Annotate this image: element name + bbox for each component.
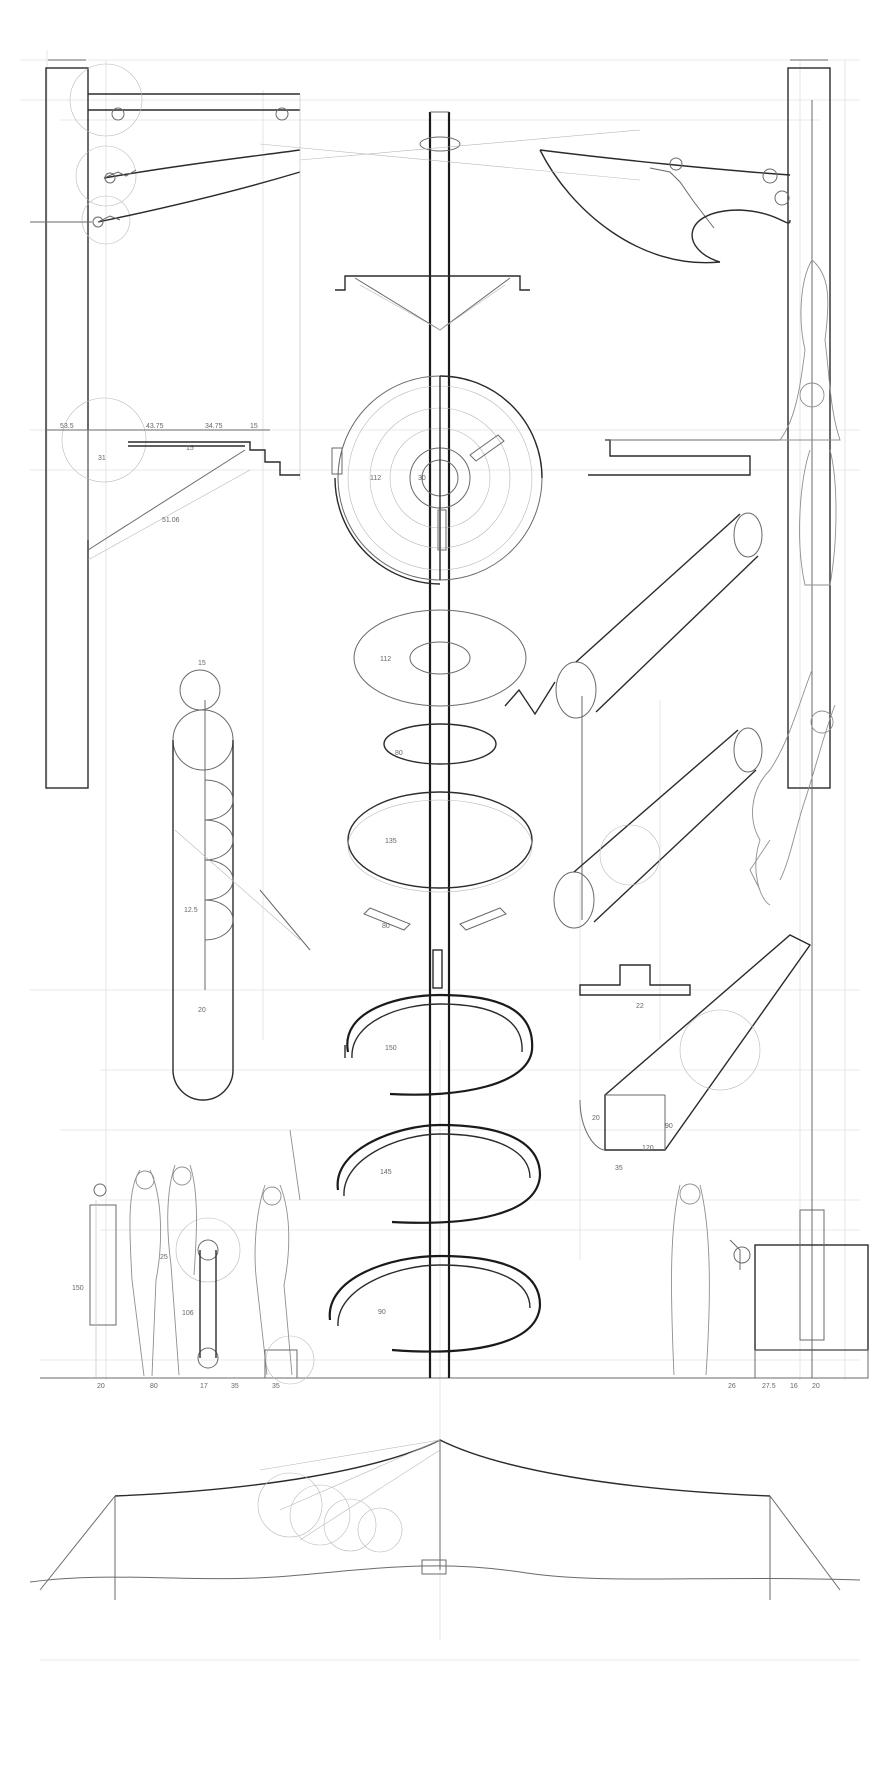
top-right-figure [588, 259, 841, 586]
dim-tube-1: 12.5 [184, 907, 198, 914]
dim-ring-135: 135 [385, 838, 397, 845]
dim-top-left-3: 15 [250, 423, 258, 430]
dim-top-left-0: 53.5 [60, 423, 74, 430]
spiral-disc: 112 30 [331, 375, 543, 585]
top-cone [259, 129, 641, 331]
dim-box-3: 90 [665, 1123, 673, 1130]
dim-top-left-aux-2: 51.06 [162, 517, 180, 524]
dim-bl-vertical-0: 150 [72, 1285, 84, 1292]
construction-lines [20, 50, 860, 1661]
landscape-canopy [29, 1439, 861, 1600]
dim-top-left-aux-1: 31 [98, 455, 106, 462]
bottom-left-station: 25 150 106 20 80 17 35 35 [72, 1129, 315, 1390]
spiral-tube: 15 12.5 20 [172, 660, 311, 1101]
arc-segments: 150 145 90 [328, 993, 542, 1353]
dim-box-0: 22 [636, 1003, 644, 1010]
dim-arc-150: 150 [385, 1045, 397, 1052]
dim-br-0: 26 [728, 1383, 736, 1390]
dim-arc-145: 145 [380, 1169, 392, 1176]
dim-bl-3: 35 [231, 1383, 239, 1390]
top-right-bracket [539, 59, 831, 1378]
dim-br-3: 20 [812, 1383, 820, 1390]
central-mast [428, 111, 451, 1378]
climbing-figure [749, 669, 836, 906]
dim-br-2: 16 [790, 1383, 798, 1390]
dim-tube-2: 20 [198, 1007, 206, 1014]
dim-br-1: 27.5 [762, 1383, 776, 1390]
dim-ring-80: 80 [395, 750, 403, 757]
bottom-right-station: 26 27.5 16 20 [671, 1183, 869, 1390]
dim-bl-vertical-1: 106 [182, 1310, 194, 1317]
top-left-stair: 53.5 43.75 34.75 15 15 31 51.06 [46, 397, 300, 561]
dim-disc-1: 30 [418, 475, 426, 482]
dim-top-left-aux-0: 15 [186, 445, 194, 452]
ring-stack: 112 80 135 80 [347, 609, 533, 931]
dim-box-1: 20 [592, 1115, 600, 1122]
box-channel: 22 20 35 90 120 [579, 934, 812, 1172]
dim-bl-1: 80 [150, 1383, 158, 1390]
dim-box-2: 35 [615, 1165, 623, 1172]
top-left-bracket [30, 59, 301, 789]
dim-ring-top: 112 [380, 656, 391, 663]
dim-arc-90: 90 [378, 1309, 386, 1316]
dim-box-4: 120 [642, 1145, 654, 1152]
dim-top-left-2: 34.75 [205, 423, 223, 430]
dim-bars: 80 [382, 923, 390, 930]
dim-disc-0: 112 [370, 475, 381, 482]
dim-bl-2: 17 [200, 1383, 208, 1390]
angled-tubes [504, 512, 763, 929]
dim-bl-4: 35 [272, 1383, 280, 1390]
dim-top-left-1: 43.75 [146, 423, 164, 430]
dim-gear: 25 [160, 1254, 168, 1261]
dim-tube-0: 15 [198, 660, 206, 667]
dim-bl-0: 20 [97, 1383, 105, 1390]
